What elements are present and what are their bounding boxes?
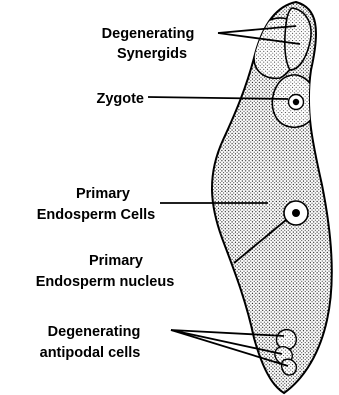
label-primary-endosperm-nucleus-1: Primary — [89, 253, 143, 269]
primary-endosperm-nucleolus — [292, 209, 300, 217]
label-zygote: Zygote — [96, 91, 144, 107]
antipodal-cell-3 — [282, 359, 297, 375]
label-degenerating-antipodal-2: antipodal cells — [40, 345, 141, 361]
label-degenerating-synergids-1: Degenerating — [102, 26, 195, 42]
label-primary-endosperm-cells-2: Endosperm Cells — [37, 207, 155, 223]
label-primary-endosperm-cells-1: Primary — [76, 186, 130, 202]
label-degenerating-antipodal-1: Degenerating — [48, 324, 141, 340]
zygote-nucleolus — [293, 99, 299, 105]
antipodal-cell-1 — [276, 330, 296, 350]
label-degenerating-synergids-2: Synergids — [117, 46, 187, 62]
label-primary-endosperm-nucleus-2: Endosperm nucleus — [36, 274, 175, 290]
